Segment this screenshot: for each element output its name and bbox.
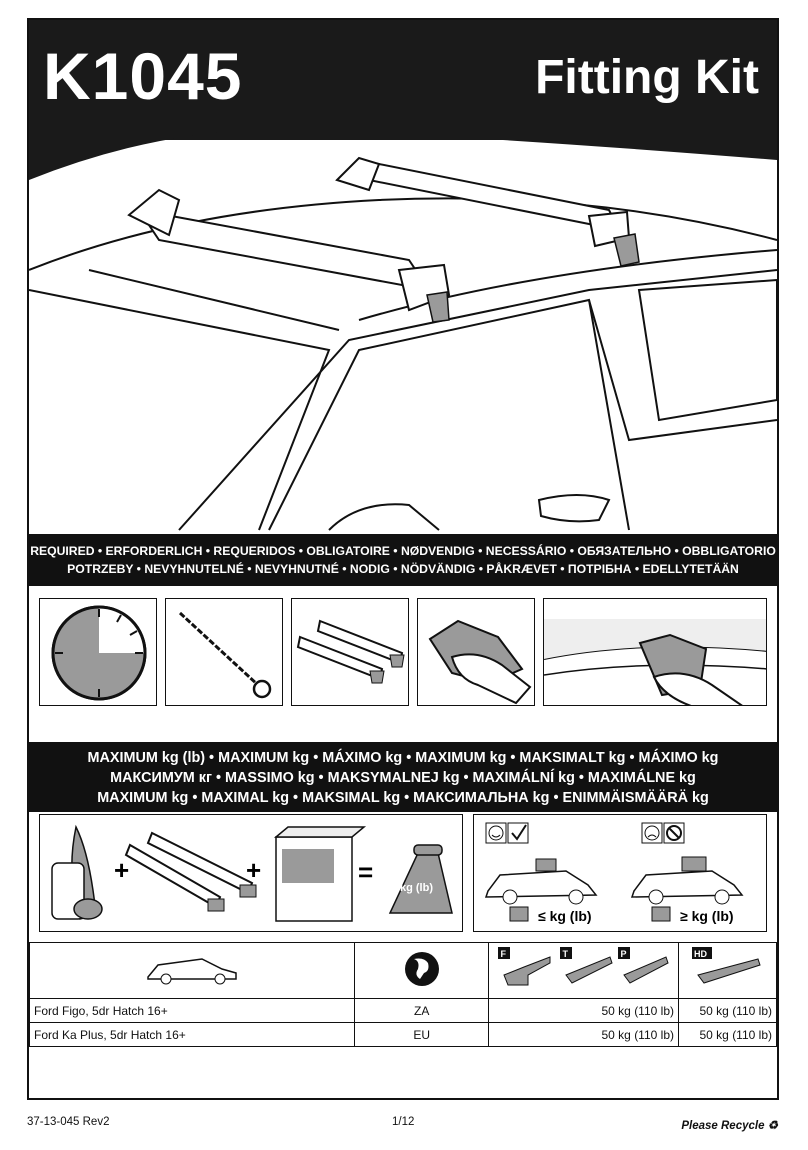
globe-icon <box>404 952 439 986</box>
clean-roof-box <box>543 598 767 706</box>
weight-label: kg (lb) <box>400 882 433 894</box>
tool-key-box <box>165 598 283 706</box>
load-cell: 50 kg (110 lb) <box>488 998 679 1023</box>
hd-column-header: HD <box>678 942 777 999</box>
required-band: REQUIRED • ERFORDERLICH • REQUERIDOS • O… <box>29 534 777 586</box>
table-row: Ford Ka Plus, 5dr Hatch 16+ EU 50 kg (11… <box>28 1022 777 1047</box>
badge-f <box>497 947 510 959</box>
badge-hd-label: HD <box>694 949 707 959</box>
clean-roof-icon <box>544 619 766 705</box>
hd-bar-icon <box>696 958 761 984</box>
badge-p-label: P <box>620 949 626 959</box>
prohibited-icon <box>663 822 685 844</box>
plus-sign-2: + <box>246 855 261 885</box>
load-column-header: F T P <box>488 942 679 999</box>
smile-icon <box>485 822 507 844</box>
maximum-line-1: MAXIMUM kg (lb) • MAXIMUM kg • MÁXIMO kg… <box>87 750 719 766</box>
load-hd-cell: 50 kg (110 lb) <box>678 1022 777 1047</box>
badge-hd <box>691 947 712 959</box>
frown-icon <box>641 822 663 844</box>
le-load-label: ≤ kg (lb) <box>538 908 592 924</box>
cloth-hand-icon <box>428 619 532 705</box>
weight-icon: kg (lb) <box>388 844 453 914</box>
region-column-header <box>354 942 490 999</box>
page-number: 1/12 <box>392 1116 415 1128</box>
load-check-box: ≤ kg (lb) ≥ kg (lb) <box>473 814 767 932</box>
load-cell: 50 kg (110 lb) <box>488 1022 679 1047</box>
badge-t <box>559 947 572 959</box>
doc-number: 37-13-045 Rev2 <box>27 1116 110 1128</box>
rear-roof-bar <box>335 156 640 267</box>
maximum-line-2: МАКСИМУМ кг • MASSIMO kg • MAKSYMALNEJ k… <box>110 770 696 786</box>
through-bar-icon <box>564 956 613 984</box>
ge-load-label: ≥ kg (lb) <box>680 908 734 924</box>
vehicle-cell: Ford Ka Plus, 5dr Hatch 16+ <box>28 1022 356 1047</box>
car-ok-icon <box>484 858 598 905</box>
allen-key-icon <box>178 611 272 699</box>
recycle-note: Please Recycle ♻ <box>681 1120 778 1132</box>
vehicle-column-header <box>28 942 356 999</box>
required-line-1: REQUIRED • ERFORDERLICH • REQUERIDOS • O… <box>30 544 776 558</box>
car-roof-illustration <box>29 120 777 552</box>
vehicle-cell: Ford Figo, 5dr Hatch 16+ <box>28 998 356 1023</box>
vehicle-fitting-table: F T P HD Ford Figo, 5dr Hatch <box>28 942 777 1047</box>
luggage-icon <box>51 824 103 920</box>
equals-sign: = <box>358 857 373 887</box>
check-icon <box>507 822 529 844</box>
cleaning-cloth-box <box>417 598 535 706</box>
flush-bar-icon <box>502 956 550 986</box>
region-cell: ZA <box>354 998 490 1023</box>
car-icon <box>147 958 237 985</box>
maximum-line-3: MAXIMUM kg • MAXIMAL kg • MAKSIMAL kg • … <box>97 790 709 806</box>
roof-bars-box <box>291 598 409 706</box>
kit-box-icon <box>273 826 367 922</box>
maximum-band: MAXIMUM kg (lb) • MAXIMUM kg • MÁXIMO kg… <box>29 742 777 812</box>
table-header-row: F T P HD <box>28 942 777 999</box>
load-hd-cell: 50 kg (110 lb) <box>678 998 777 1023</box>
required-line-2: POTRZEBY • NEVYHNUTELNÉ • NEVYHNUTNÉ • N… <box>67 562 739 576</box>
region-cell: EU <box>354 1022 490 1047</box>
weight-small-icon-2 <box>651 906 671 922</box>
kit-title: Fitting Kit <box>535 51 759 104</box>
badge-f-label: F <box>500 949 506 959</box>
car-overload-icon <box>630 856 744 905</box>
roof-bars-icon <box>296 619 405 684</box>
load-formula-box: + + = kg (lb) <box>39 814 463 932</box>
time-tool-box <box>39 598 157 706</box>
bars-icon <box>124 831 257 912</box>
instruction-sheet: K1045 Fitting Kit <box>27 18 779 1100</box>
badge-t-label: T <box>562 949 568 959</box>
kit-code: K1045 <box>43 39 243 113</box>
clock-icon <box>51 605 147 701</box>
front-roof-bar <box>127 188 451 323</box>
table-row: Ford Figo, 5dr Hatch 16+ ZA 50 kg (110 l… <box>28 998 777 1023</box>
badge-p <box>617 947 630 959</box>
pro-bar-icon <box>622 956 669 984</box>
plus-sign-1: + <box>114 855 129 885</box>
weight-small-icon-1 <box>509 906 529 922</box>
